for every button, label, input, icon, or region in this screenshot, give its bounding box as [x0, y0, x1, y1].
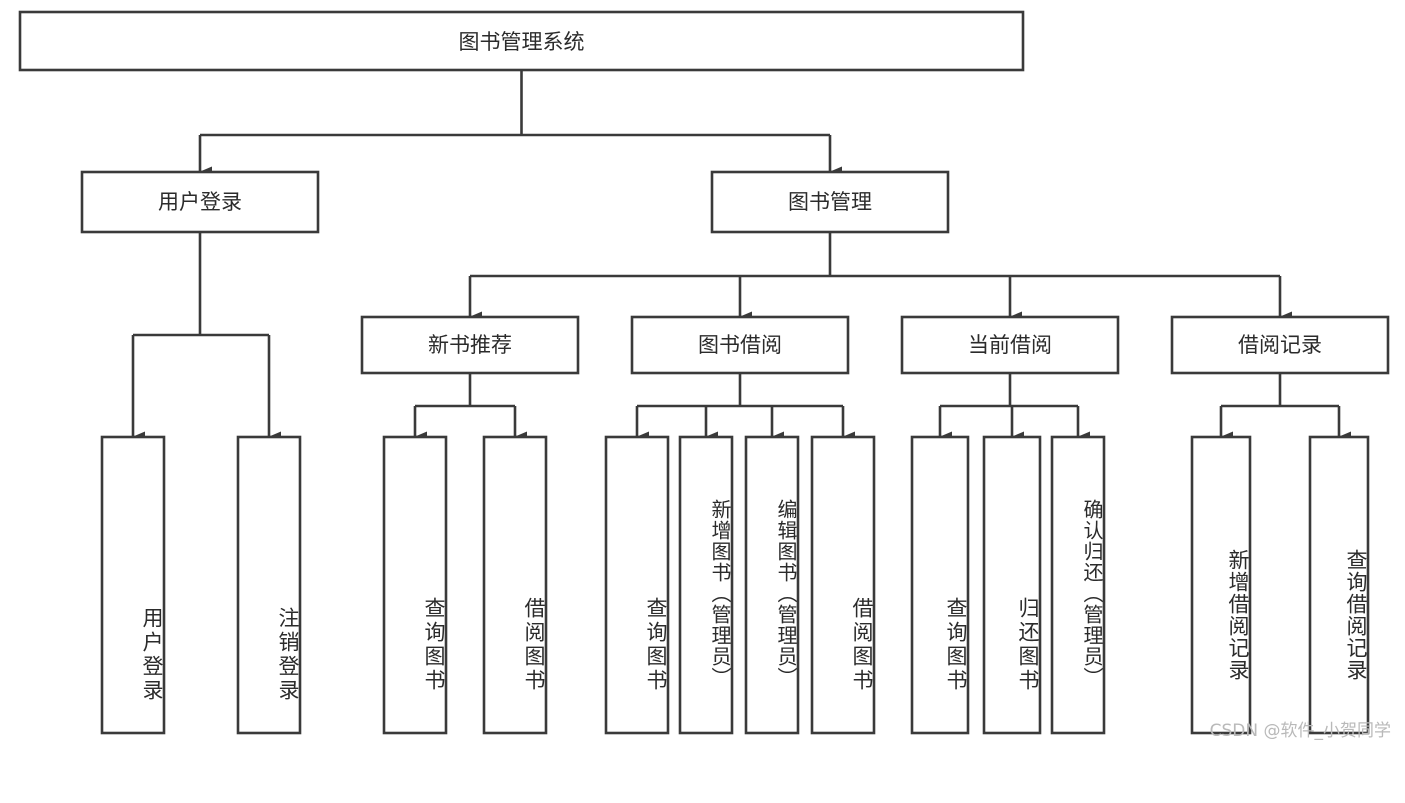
node-current-borrow-box[interactable] [900, 315, 1120, 375]
node-book-borrow-box[interactable] [630, 315, 850, 375]
node-user-login-box[interactable] [80, 170, 320, 234]
node-book-management-box[interactable] [710, 170, 950, 234]
node-root-label: 图书管理系统 [459, 30, 585, 54]
leaf-box-group [100, 435, 1370, 735]
leaf-box-query-book-borrow[interactable] [604, 435, 670, 735]
node-book-borrow[interactable]: 图书借阅 [630, 315, 850, 375]
leaf-box-edit-book-admin[interactable] [744, 435, 800, 735]
node-borrow-record-box[interactable] [1170, 315, 1390, 375]
leaf-box-borrow-book[interactable] [810, 435, 876, 735]
node-user-login[interactable]: 用户登录 [80, 170, 320, 234]
node-current-borrow-label: 当前借阅 [968, 333, 1052, 357]
flowchart-canvas: 图书管理系统 用户登录 图书管理 新书推荐 图书借阅 当前借阅 借阅记录 [18, 10, 1391, 741]
connector-group [131, 70, 1351, 443]
node-user-login-label: 用户登录 [158, 190, 242, 214]
node-borrow-record[interactable]: 借阅记录 [1170, 315, 1390, 375]
node-borrow-record-label: 借阅记录 [1238, 333, 1322, 357]
leaf-box-user-login[interactable] [100, 435, 166, 735]
leaf-box-add-book-admin[interactable] [678, 435, 734, 735]
node-book-management-label: 图书管理 [788, 190, 872, 214]
leaf-box-logout[interactable] [236, 435, 302, 735]
node-new-book-recommend-label: 新书推荐 [428, 333, 512, 357]
node-current-borrow[interactable]: 当前借阅 [900, 315, 1120, 375]
node-new-book-recommend[interactable]: 新书推荐 [360, 315, 580, 375]
leaf-box-query-borrow-record[interactable] [1308, 435, 1370, 735]
node-book-borrow-label: 图书借阅 [698, 333, 782, 357]
watermark: CSDN @软件_小贺同学 [1209, 721, 1391, 741]
leaf-box-add-borrow-record[interactable] [1190, 435, 1252, 735]
leaf-box-confirm-return-admin[interactable] [1050, 435, 1106, 735]
leaf-box-query-book-recommend[interactable] [382, 435, 448, 735]
leaf-box-borrow-book-recommend[interactable] [482, 435, 548, 735]
leaf-box-return-book[interactable] [982, 435, 1042, 735]
node-root-box[interactable] [18, 10, 1025, 72]
node-new-book-recommend-box[interactable] [360, 315, 580, 375]
node-book-management[interactable]: 图书管理 [710, 170, 950, 234]
node-root[interactable]: 图书管理系统 [18, 10, 1025, 72]
flowchart-svg: 图书管理系统 用户登录 图书管理 新书推荐 图书借阅 当前借阅 借阅记录 [18, 10, 1390, 735]
leaf-box-query-book-current[interactable] [910, 435, 970, 735]
